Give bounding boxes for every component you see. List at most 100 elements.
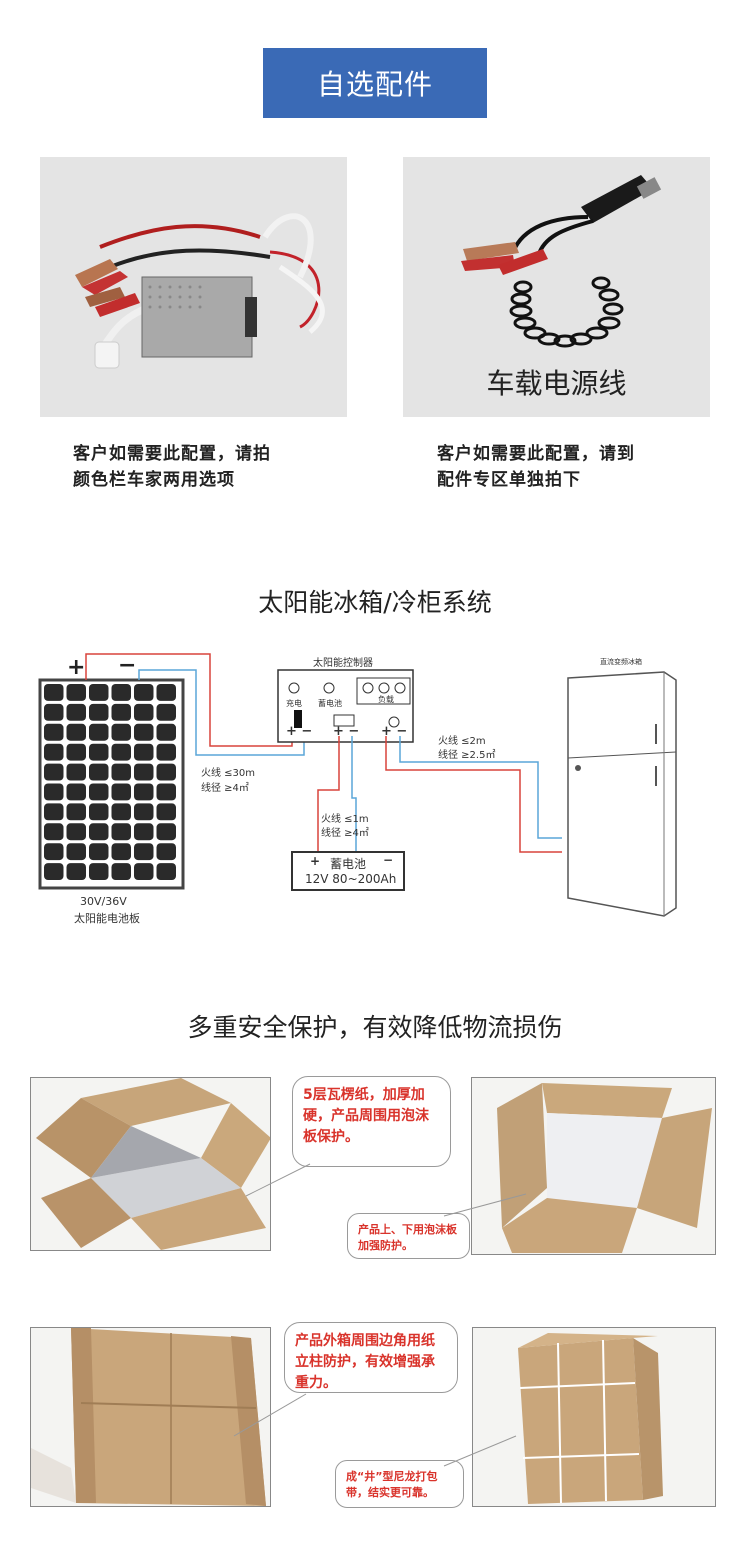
panel-minus-sign: − [118, 653, 137, 678]
callout-foam: 产品上、下用泡沫板加强防护。 [347, 1213, 470, 1259]
controller-battery-label: 蓄电池 [318, 699, 342, 708]
wire-spec-battery-1: 火线 ≤1m [321, 814, 369, 825]
solar-cell [44, 763, 64, 781]
car-cable-illustration [461, 175, 662, 348]
accessory-caption-2: 客户如需要此配置，请到 配件专区单独拍下 [437, 444, 635, 490]
controller-terminal-battery: + − [333, 724, 360, 739]
solar-cell [111, 703, 131, 721]
solar-cell [89, 803, 109, 821]
solar-cell [156, 823, 176, 841]
solar-cell [89, 743, 109, 761]
solar-cell [66, 803, 86, 821]
solar-cell [156, 803, 176, 821]
open-box-photo [30, 1077, 271, 1251]
solar-cell [44, 723, 64, 741]
solar-cell [111, 684, 131, 701]
solar-cell [111, 723, 131, 741]
solar-cell [44, 863, 64, 880]
wire-spec-panel-1: 火线 ≤30m [201, 768, 256, 779]
wire-spec-fridge-2: 线径 ≥2.5㎡ [438, 750, 496, 761]
solar-cell [111, 743, 131, 761]
corner-post-box-photo [30, 1327, 271, 1507]
battery-spec: 12V 80~200Ah [305, 872, 397, 886]
solar-cell [156, 843, 176, 861]
solar-cell [44, 783, 64, 801]
solar-cell [134, 763, 154, 781]
battery-terminals: + [310, 854, 321, 868]
solar-cell [134, 783, 154, 801]
solar-cell [134, 684, 154, 701]
callout-pointer-1 [245, 1163, 311, 1197]
solar-cell [111, 863, 131, 880]
controller-terminal-load: + − [381, 724, 408, 739]
solar-cell [134, 803, 154, 821]
solar-cell [89, 783, 109, 801]
solar-cell [89, 823, 109, 841]
solar-system-diagram [38, 653, 677, 917]
solar-cell [156, 703, 176, 721]
solar-cell [89, 723, 109, 741]
solar-cell [111, 783, 131, 801]
callout-corner-posts: 产品外箱周围边角用纸立柱防护，有效增强承重力。 [284, 1322, 458, 1393]
section-title-solar-system: 太阳能冰箱/冷柜系统 [258, 588, 492, 617]
solar-cell [111, 763, 131, 781]
solar-cell [156, 783, 176, 801]
solar-cell [66, 743, 86, 761]
wire-spec-battery-2: 线径 ≥4㎡ [321, 828, 369, 839]
controller-terminal-pv: + − [286, 724, 313, 739]
car-cable-photo: 车载电源线 [403, 157, 710, 417]
solar-cell [44, 803, 64, 821]
section-title-accessories: 自选配件 [263, 48, 487, 118]
panel-plus-sign: + [67, 655, 86, 680]
charger-photo [40, 157, 347, 417]
car-cable-overlay-text: 车载电源线 [486, 367, 627, 400]
callout-pointer-2 [443, 1193, 527, 1217]
accessory-caption-1: 客户如需要此配置，请拍 颜色栏车家两用选项 [73, 444, 271, 490]
controller-load-label: 负载 [378, 695, 394, 704]
solar-cell [66, 684, 86, 701]
section-title-protection: 多重安全保护，有效降低物流损伤 [187, 1013, 563, 1042]
solar-cell [89, 843, 109, 861]
solar-cell [89, 763, 109, 781]
solar-cell [66, 843, 86, 861]
foam-box-photo [471, 1077, 716, 1255]
callout-pointer-3 [233, 1393, 307, 1437]
solar-cell [66, 763, 86, 781]
wire-spec-panel-2: 线径 ≥4㎡ [201, 783, 249, 794]
solar-cell [156, 763, 176, 781]
strapped-box-photo [472, 1327, 716, 1507]
solar-cell [156, 723, 176, 741]
solar-cell [66, 703, 86, 721]
callout-pointer-4 [443, 1435, 517, 1467]
solar-cell [89, 684, 109, 701]
controller-charge-label: 充电 [286, 699, 302, 708]
fridge-graphic [567, 671, 677, 917]
panel-name: 太阳能电池板 [74, 912, 140, 925]
solar-cell [89, 863, 109, 880]
solar-cell [134, 843, 154, 861]
solar-cell [134, 823, 154, 841]
solar-panel-graphic [38, 678, 185, 890]
solar-cell [134, 723, 154, 741]
solar-cell [156, 863, 176, 880]
solar-cell [44, 843, 64, 861]
solar-cell [134, 743, 154, 761]
solar-cell [156, 684, 176, 701]
solar-cell [111, 843, 131, 861]
solar-cell [44, 703, 64, 721]
solar-cell [111, 803, 131, 821]
solar-cell [44, 823, 64, 841]
solar-cell [66, 823, 86, 841]
solar-cell [134, 703, 154, 721]
solar-cell [66, 783, 86, 801]
callout-strapping: 成“井”型尼龙打包带，结实更可靠。 [335, 1460, 464, 1508]
solar-cell [44, 684, 64, 701]
solar-cell [134, 863, 154, 880]
solar-cell [156, 743, 176, 761]
wire-spec-fridge-1: 火线 ≤2m [438, 736, 486, 747]
fridge-label: 直流变频冰箱 [600, 658, 642, 666]
solar-cell [44, 743, 64, 761]
solar-cell [89, 703, 109, 721]
charger-illustration [75, 213, 325, 369]
battery-terminals-minus: − [383, 853, 394, 867]
